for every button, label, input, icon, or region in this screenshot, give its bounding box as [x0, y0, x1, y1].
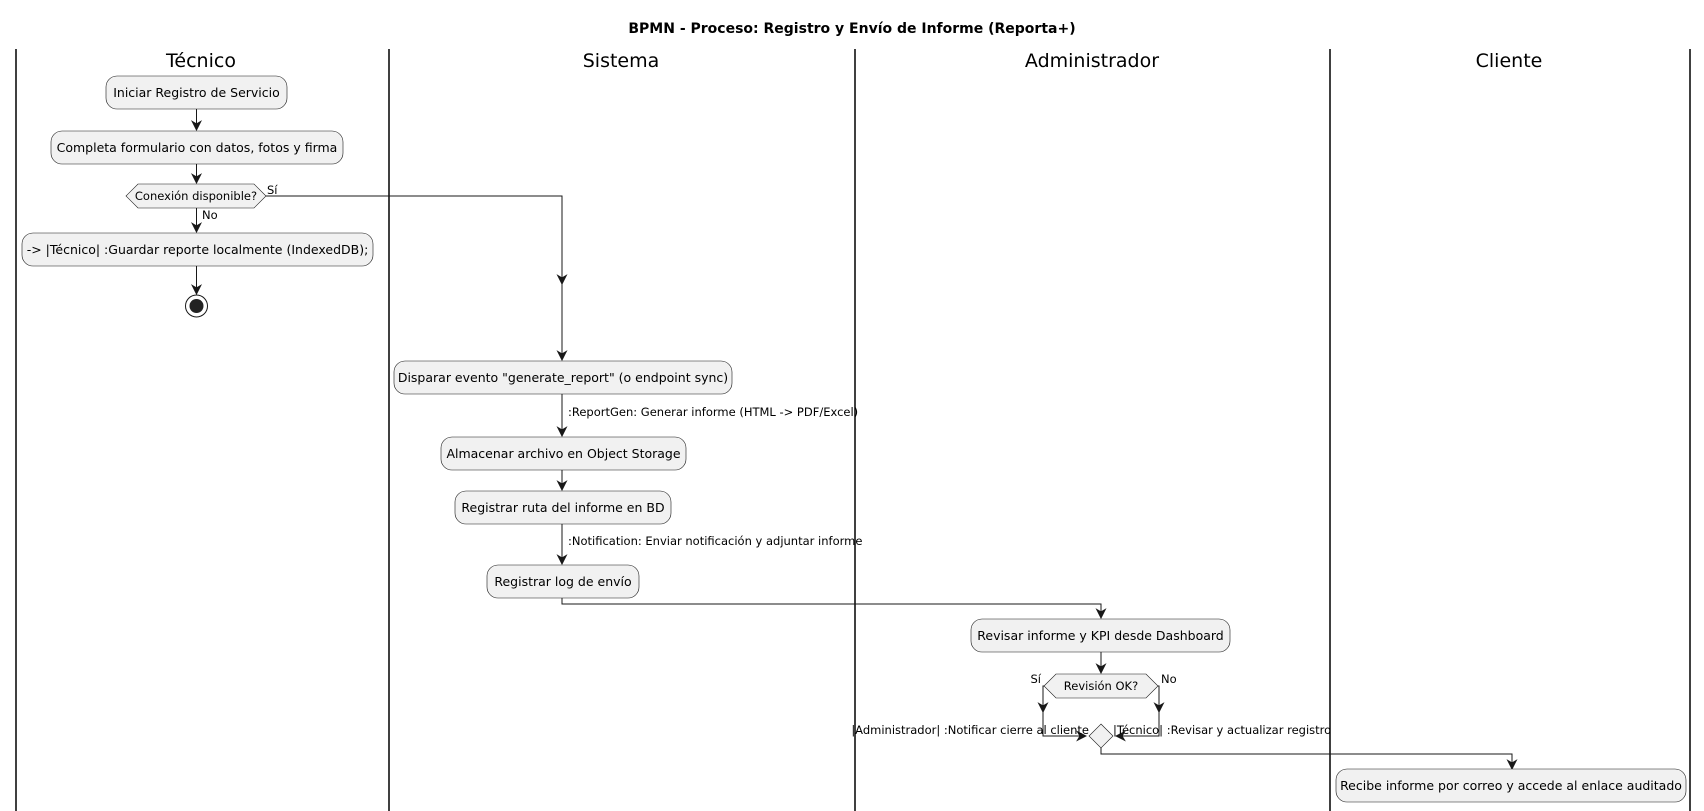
flow-si-notificar — [1037, 685, 1049, 714]
activity-label: Almacenar archivo en Object Storage — [446, 446, 680, 461]
label-si-conexion: Sí — [267, 183, 278, 197]
flow-revisar-merge — [1114, 712, 1160, 742]
flow-log-administrador — [561, 598, 1107, 620]
label-no-conexion: No — [202, 208, 218, 222]
activity-label: -> |Técnico| :Guardar reporte localmente… — [27, 242, 369, 257]
lane-title-sistema: Sistema — [583, 50, 660, 72]
end-event-inner — [189, 299, 204, 313]
label-revisar-actualizar: |Técnico| :Revisar y actualizar registro — [1113, 723, 1331, 737]
merge-gateway — [1088, 723, 1114, 749]
activity-registrar-log: Registrar log de envío — [486, 564, 640, 599]
flow-no-revisar — [1153, 685, 1165, 714]
lane-title-cliente: Cliente — [1476, 50, 1543, 72]
label-reportgen: :ReportGen: Generar informe (HTML -> PDF… — [568, 405, 858, 419]
activity-completa-formulario: Completa formulario con datos, fotos y f… — [50, 130, 344, 165]
activity-registrar-ruta: Registrar ruta del informe en BD — [454, 490, 672, 525]
activity-disparar-evento: Disparar evento "generate_report" (o end… — [393, 360, 733, 395]
diagram-title: BPMN - Proceso: Registro y Envío de Info… — [628, 21, 1075, 37]
decision-revision-label: Revisión OK? — [1064, 679, 1138, 693]
activity-label: Registrar ruta del informe en BD — [461, 500, 664, 515]
activity-guardar-local: -> |Técnico| :Guardar reporte localmente… — [21, 232, 374, 267]
activity-label: Registrar log de envío — [494, 574, 631, 589]
lane-title-tecnico: Técnico — [165, 50, 236, 72]
label-si-revision: Sí — [1031, 672, 1042, 686]
decision-conexion-label: Conexión disponible? — [135, 189, 257, 203]
label-notification: :Notification: Enviar notificación y adj… — [568, 534, 862, 548]
lane-title-administrador: Administrador — [1025, 50, 1159, 72]
activity-label: Recibe informe por correo y accede al en… — [1340, 778, 1682, 793]
flow-si-sistema — [266, 195, 568, 286]
flow-notificar-merge — [1042, 712, 1088, 742]
activity-label: Revisar informe y KPI desde Dashboard — [977, 628, 1224, 643]
flow-merge-cliente — [1100, 748, 1518, 771]
activity-iniciar-registro: Iniciar Registro de Servicio — [105, 75, 288, 110]
activity-recibe-informe: Recibe informe por correo y accede al en… — [1335, 768, 1687, 803]
label-no-revision: No — [1161, 672, 1177, 686]
activity-label: Completa formulario con datos, fotos y f… — [57, 140, 338, 155]
activity-revisar-informe: Revisar informe y KPI desde Dashboard — [970, 618, 1231, 653]
label-notificar-cliente: |Administrador| :Notificar cierre al cli… — [851, 723, 1089, 737]
activity-label: Disparar evento "generate_report" (o end… — [398, 370, 728, 385]
activity-almacenar-archivo: Almacenar archivo en Object Storage — [440, 436, 687, 471]
activity-label: Iniciar Registro de Servicio — [113, 85, 280, 100]
